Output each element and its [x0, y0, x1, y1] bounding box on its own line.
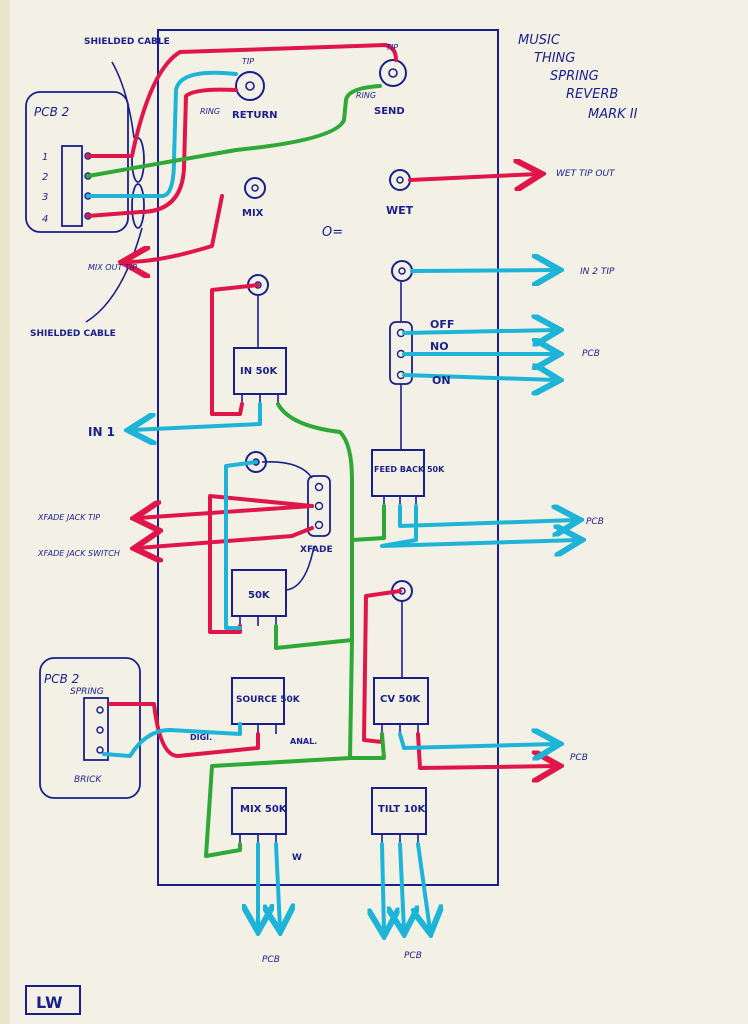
return-tip-label: TIP — [242, 57, 254, 66]
digi-label: DIGI. — [190, 733, 212, 742]
pot-cv-label: CV 50K — [380, 694, 421, 705]
pot-mix-label: MIX 50K — [240, 804, 288, 815]
pin4-label: 4 — [42, 214, 48, 225]
pot-source-label: SOURCE 50K — [236, 695, 301, 705]
in1-label: IN 1 — [88, 425, 115, 439]
mix-jack — [244, 177, 266, 199]
cyan-wires — [86, 70, 578, 932]
title-line5: MARK II — [588, 107, 638, 122]
pot-tilt — [371, 787, 427, 835]
mode-switch — [389, 282, 413, 450]
pcb-feedback-label: PCB — [586, 517, 604, 527]
return-ring-label: RING — [200, 107, 220, 116]
wet-jack-label: WET — [386, 204, 414, 217]
in2-tip-label: IN 2 TIP — [580, 267, 615, 277]
xfade-switch-body — [261, 461, 331, 537]
title-line3: SPRING — [550, 69, 599, 84]
switch-on-label: ON — [432, 374, 451, 387]
w-label: W — [292, 853, 302, 863]
title-line1: MUSIC — [518, 33, 561, 48]
send-jack — [379, 59, 407, 87]
xfade-label: XFADE — [300, 545, 333, 555]
switch-off-label: OFF — [430, 318, 454, 331]
signature-box — [25, 985, 81, 1015]
send-label: SEND — [374, 106, 405, 117]
pcb2-bottom-board — [39, 657, 141, 799]
title-line2: THING — [534, 51, 575, 66]
mix-jack-label: MIX — [242, 208, 264, 219]
shielded-bottom-label: SHIELDED CABLE — [30, 329, 116, 339]
pot-feedback-label: FEED BACK 50K — [374, 465, 445, 474]
pcb-tilt-label: PCB — [404, 951, 422, 961]
pcb2-bottom-label: PCB 2 — [44, 672, 79, 686]
send-ring-label: RING — [356, 91, 376, 100]
pin1-label: 1 — [42, 152, 48, 163]
green-wires — [86, 84, 386, 858]
pcb-mix-label: PCB — [262, 955, 280, 965]
pin2-label: 2 — [42, 172, 48, 183]
pot-in — [233, 296, 287, 395]
pot-cv — [373, 602, 429, 725]
wet-jack — [389, 169, 411, 191]
front-panel-outline — [157, 29, 499, 886]
pot-xfade — [231, 545, 315, 617]
mix-out-tip-label: MIX OUT TIP — [88, 263, 137, 272]
labels: MUSIC THING SPRING REVERB MARK II PCB 2 … — [25, 33, 638, 1015]
pcb-cv-label: PCB — [570, 753, 588, 763]
return-jack — [235, 71, 265, 101]
pcb-switch-label: PCB — [582, 349, 600, 359]
pot-in-label: IN 50K — [240, 366, 278, 377]
led-symbol-label: O= — [322, 225, 343, 240]
pot-tilt-label: TILT 10K — [378, 804, 426, 815]
in2-jack — [391, 260, 413, 282]
pin3-label: 3 — [42, 192, 48, 203]
return-label: RETURN — [232, 110, 278, 121]
wet-tip-out-label: WET TIP OUT — [556, 169, 616, 179]
signature-label: LW — [36, 993, 63, 1012]
xfade-tip-label: XFADE JACK TIP — [37, 513, 100, 522]
xfade-switch-label: XFADE JACK SWITCH — [37, 549, 120, 558]
send-tip-label: TIP — [386, 43, 398, 52]
pot-xfade-label: 50K — [248, 590, 271, 601]
pot-mix — [231, 787, 287, 835]
paper-edge — [0, 0, 10, 1024]
title-line4: REVERB — [566, 87, 618, 102]
pcb2-top-board — [25, 91, 129, 233]
shielded-top-label: SHIELDED CABLE — [84, 37, 170, 47]
shield-ring-lower — [131, 183, 145, 229]
spring-label: SPRING — [70, 687, 104, 697]
pot-feedback — [371, 449, 425, 497]
anal-label: ANAL. — [290, 737, 317, 746]
brick-label: BRICK — [74, 775, 102, 785]
pcb2-top-label: PCB 2 — [34, 105, 69, 119]
switch-no-label: NO — [430, 340, 449, 353]
